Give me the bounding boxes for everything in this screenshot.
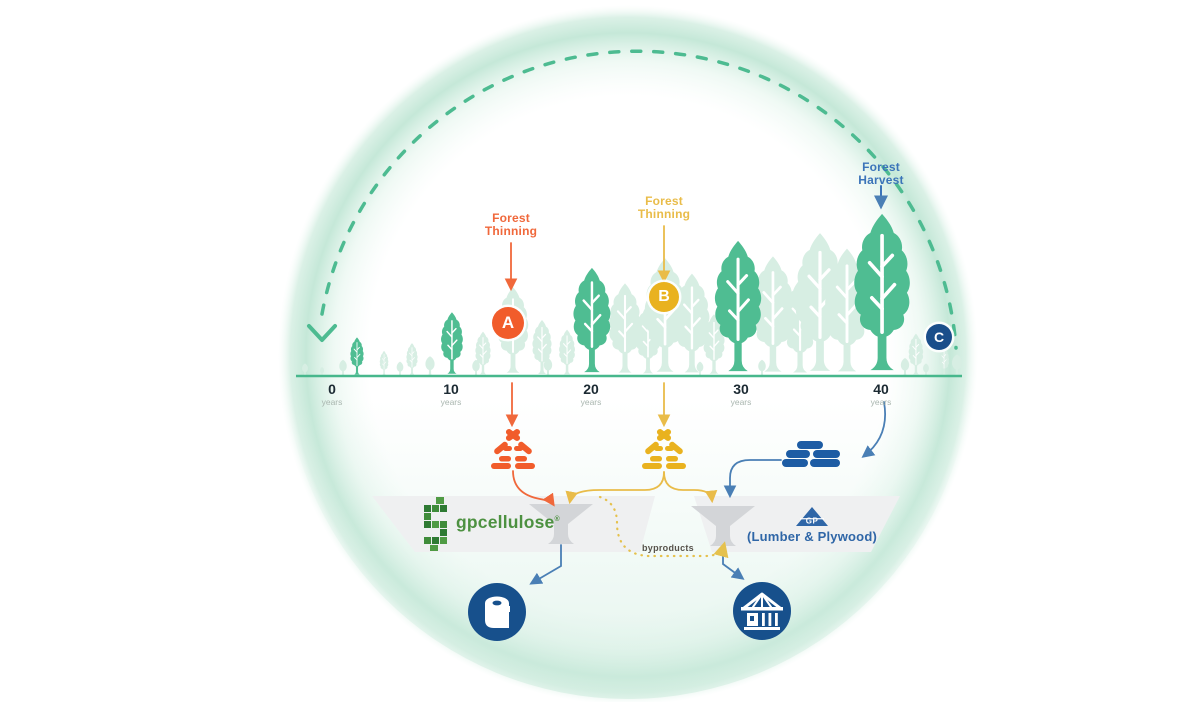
- tick-value: 0: [328, 381, 336, 397]
- gpcellulose-wordmark: gpcellulose®: [456, 512, 560, 533]
- gpcellulose-mark-icon: [424, 497, 447, 551]
- stage-a-label: Forest Thinning: [484, 211, 538, 238]
- tick-unit: years: [440, 397, 462, 407]
- tissue-roll-icon: [468, 583, 526, 641]
- stage-b-badge: B: [649, 282, 679, 312]
- tick-unit: years: [321, 397, 343, 407]
- gp-triangle-icon: [796, 507, 828, 526]
- timeline-tick-40: 40 years: [870, 381, 892, 408]
- gp-logo-text: GP: [805, 516, 819, 526]
- flow-harvest-to-logs: [861, 401, 886, 458]
- flow-logs-to-lumber: [723, 459, 782, 499]
- registered-mark: ®: [554, 516, 560, 523]
- flow-a-to-cellulose: [512, 470, 555, 507]
- wood-chips-icon-b: [642, 429, 686, 469]
- byproducts-label: byproducts: [641, 543, 694, 553]
- chevron-down-icon: [307, 324, 337, 342]
- tick-unit: years: [580, 397, 602, 407]
- tick-value: 30: [733, 381, 749, 397]
- tick-value: 20: [583, 381, 599, 397]
- stage-c-badge: C: [926, 324, 952, 350]
- wood-chips-icon-a: [491, 429, 535, 469]
- timeline-tick-10: 10 years: [440, 381, 462, 408]
- gpcellulose-name: gpcellulose: [456, 512, 555, 532]
- logs-icon: [782, 441, 840, 467]
- timeline-tick-20: 20 years: [580, 381, 602, 408]
- stage-b-label: Forest Thinning: [637, 194, 691, 221]
- timeline-tick-30: 30 years: [730, 381, 752, 408]
- funnel-icon-right: [691, 506, 755, 546]
- cycle-dashed-arc: [307, 49, 958, 350]
- house-frame-icon: [733, 582, 791, 640]
- tick-value: 10: [443, 381, 459, 397]
- tick-unit: years: [730, 397, 752, 407]
- stage-a-badge: A: [492, 307, 524, 339]
- tick-unit: years: [870, 397, 892, 407]
- timeline-tick-0: 0 years: [321, 381, 343, 408]
- flow-cellulose-to-tissue: [529, 544, 562, 585]
- tick-value: 40: [873, 381, 889, 397]
- stage-c-label: Forest Harvest: [858, 160, 904, 187]
- flow-b-to-cellulose: [565, 471, 665, 505]
- flow-b-to-lumber: [663, 471, 718, 504]
- funnel-icon-left: [529, 504, 593, 544]
- lumber-caption: (Lumber & Plywood): [747, 529, 877, 544]
